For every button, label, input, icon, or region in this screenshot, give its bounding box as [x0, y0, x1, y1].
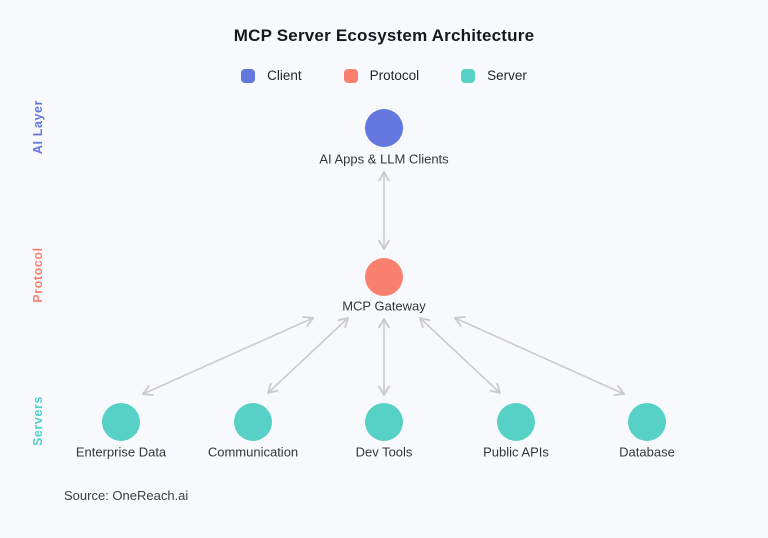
node-client-label: AI Apps & LLM Clients: [319, 151, 449, 167]
node-communication-circle: [234, 403, 272, 441]
node-dev-tools-circle: [365, 403, 403, 441]
source-attribution: Source: OneReach.ai: [64, 488, 189, 503]
legend-item-server: Server: [461, 68, 527, 83]
node-communication-label: Communication: [207, 444, 299, 460]
node-public-apis-circle: [497, 403, 535, 441]
page-title: MCP Server Ecosystem Architecture: [233, 26, 535, 45]
node-enterprise-data-label: Enterprise Data: [75, 444, 167, 460]
legend: Client Protocol Server: [0, 68, 768, 83]
arrow-gateway-enterprise-data: [142, 316, 314, 396]
node-public-apis-label: Public APIs: [483, 444, 549, 460]
legend-label-server: Server: [487, 68, 527, 83]
node-database-circle: [628, 403, 666, 441]
client-color-swatch: [241, 68, 256, 83]
legend-item-client: Client: [241, 68, 302, 83]
node-gateway-label: MCP Gateway: [342, 298, 426, 314]
arrow-gateway-public-apis: [419, 317, 501, 394]
node-database-label: Database: [619, 444, 675, 460]
protocol-color-swatch: [343, 68, 358, 83]
legend-item-protocol: Protocol: [343, 68, 420, 83]
arrow-gateway-communication: [267, 317, 349, 394]
node-gateway-circle: [365, 258, 403, 296]
layer-label-protocol: Protocol: [31, 247, 45, 303]
arrow-gateway-database: [454, 316, 625, 396]
node-enterprise-data-circle: [102, 403, 140, 441]
layer-label-ai: AI Layer: [31, 99, 45, 155]
server-color-swatch: [461, 68, 476, 83]
node-client-circle: [365, 109, 403, 147]
layer-label-servers: Servers: [31, 395, 45, 447]
legend-label-protocol: Protocol: [369, 68, 420, 83]
legend-label-client: Client: [267, 68, 302, 83]
node-dev-tools-label: Dev Tools: [355, 444, 413, 460]
